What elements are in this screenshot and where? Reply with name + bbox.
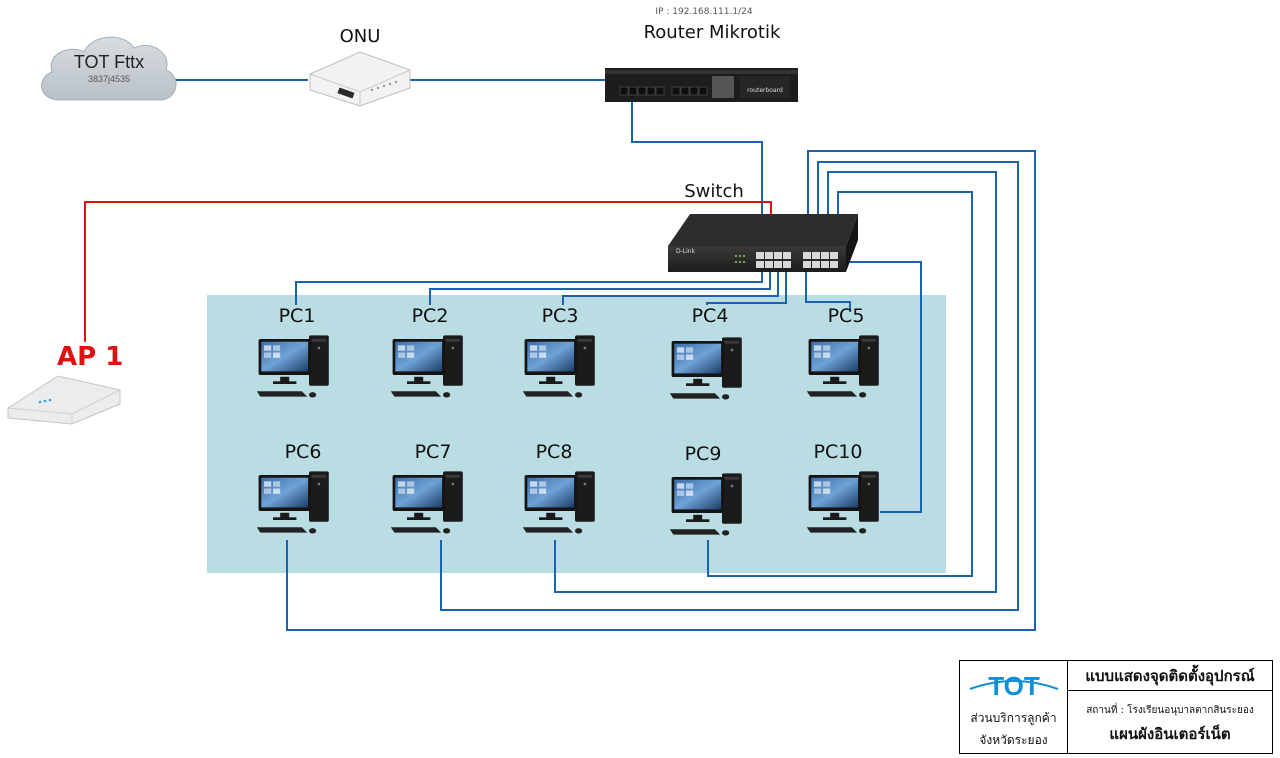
- department-name: ส่วนบริการลูกค้า: [970, 711, 1057, 725]
- pc8-label: PC8: [535, 441, 573, 463]
- pc4-label: PC4: [691, 305, 729, 327]
- pc1-label: PC1: [278, 305, 316, 327]
- cable-pc10: [843, 261, 922, 513]
- pc7-label: PC7: [414, 441, 452, 463]
- plan-name: แผนผังอินเตอร์เน็ต: [1109, 725, 1231, 743]
- cable-pc2: [429, 266, 771, 305]
- cables: [175, 79, 1036, 631]
- cable-pc9: [707, 191, 973, 577]
- cable-pc1: [295, 266, 763, 305]
- cable-pc7: [440, 161, 1019, 611]
- internet-cloud-icon: [41, 36, 177, 101]
- pc3-label: PC3: [541, 305, 579, 327]
- pc6-label: PC6: [284, 441, 322, 463]
- cloud-label: TOT Fttx 3837j4535: [49, 52, 169, 84]
- pc9-label: PC9: [684, 443, 722, 465]
- tot-logo-icon: TOT: [969, 671, 1059, 699]
- cloud-title: TOT Fttx: [73, 52, 145, 72]
- pc10-label: PC10: [813, 441, 863, 463]
- diagram-title: แบบแสดงจุดติดตั้งอุปกรณ์: [1068, 661, 1272, 691]
- province-name: จังหวัดระยอง: [979, 733, 1048, 747]
- cable-router-switch: [631, 100, 763, 256]
- switch-device-icon: D-Link: [668, 214, 858, 272]
- cable-pc4: [706, 266, 787, 305]
- router-device-icon: routerboard: [605, 68, 798, 102]
- router-ip-label: IP : 192.168.111.1/24: [655, 7, 753, 17]
- router-brand-text: routerboard: [747, 87, 783, 94]
- switch-brand-text: D-Link: [676, 248, 696, 255]
- tot-logo-text: TOT: [988, 671, 1040, 699]
- title-block-org: TOT ส่วนบริการลูกค้า จังหวัดระยอง: [960, 661, 1068, 753]
- title-block: TOT ส่วนบริการลูกค้า จังหวัดระยอง แบบแสด…: [959, 660, 1273, 754]
- onu-label: ONU: [339, 26, 381, 47]
- pc5-label: PC5: [827, 305, 865, 327]
- title-block-info: แบบแสดงจุดติดตั้งอุปกรณ์ สถานที่ : โรงเร…: [1068, 661, 1272, 753]
- ap-label: AP 1: [57, 342, 124, 372]
- cable-pc5: [805, 266, 851, 312]
- switch-label: Switch: [684, 181, 744, 202]
- router-label: Router Mikrotik: [643, 22, 781, 43]
- cable-pc3: [562, 266, 779, 305]
- cable-pc6: [286, 150, 1036, 631]
- onu-device-icon: [309, 51, 411, 107]
- location-text: สถานที่ : โรงเรียนอนุบาลตากสินระยอง: [1086, 705, 1254, 716]
- cable-pc8: [554, 171, 997, 593]
- access-point-icon: [7, 375, 121, 425]
- cloud-circuit-id: 3837j4535: [87, 74, 131, 84]
- pc2-label: PC2: [411, 305, 449, 327]
